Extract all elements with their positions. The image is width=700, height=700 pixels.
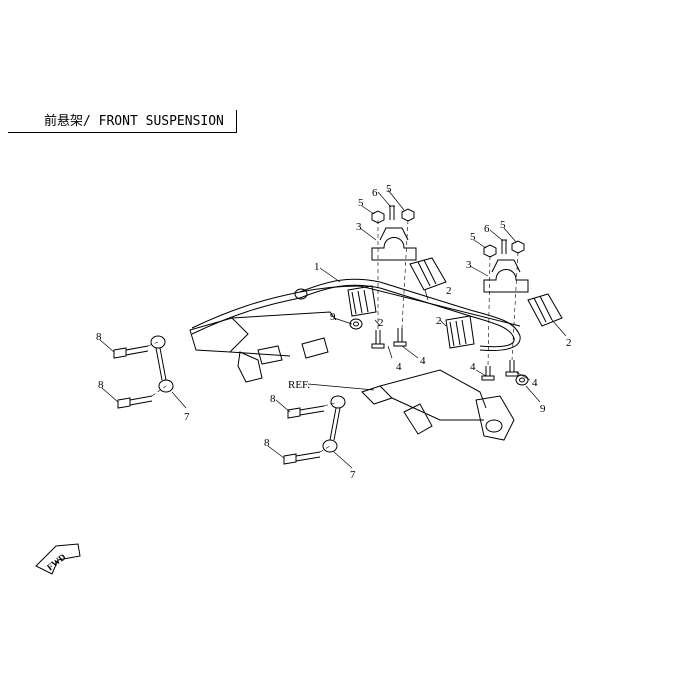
bolt-8c <box>287 405 325 419</box>
bracket-right <box>483 259 529 293</box>
callout-5c: 5 <box>470 231 476 243</box>
callout-4d: 4 <box>532 377 538 389</box>
callout-3b: 3 <box>466 259 472 271</box>
bushing-loose-right <box>527 293 563 327</box>
forward-arrow-icon <box>35 543 81 575</box>
bushing-loose-left <box>409 257 447 291</box>
callout-5a: 5 <box>358 197 364 209</box>
callout-2d: 2 <box>566 337 572 349</box>
bolt-8d <box>283 451 321 465</box>
link-rear <box>150 335 174 393</box>
control-arm-front <box>361 369 515 441</box>
bracket-left <box>371 227 417 261</box>
stud-left <box>389 205 395 220</box>
callout-2b: 2 <box>378 317 384 329</box>
callout-7b: 7 <box>350 469 356 481</box>
bolt-4b <box>393 328 407 347</box>
page-title: 前悬架/ FRONT SUSPENSION <box>44 114 224 129</box>
callout-8c: 8 <box>270 393 276 405</box>
stud-right <box>501 239 507 254</box>
nut-left-a <box>371 210 385 224</box>
bolt-8a <box>113 345 149 359</box>
bolt-4d <box>505 360 519 377</box>
callout-1: 1 <box>314 261 320 273</box>
link-front <box>322 395 346 453</box>
callout-4b: 4 <box>420 355 426 367</box>
reference-label: REF. <box>288 379 310 391</box>
callout-2c: 2 <box>436 315 442 327</box>
callout-8b: 8 <box>98 379 104 391</box>
washer-right <box>515 374 529 386</box>
title-underline <box>8 132 236 133</box>
control-arm-rear <box>189 311 337 383</box>
callout-4c: 4 <box>470 361 476 373</box>
callout-5d: 5 <box>500 219 506 231</box>
nut-left-b <box>401 208 415 222</box>
callout-6a: 6 <box>372 187 378 199</box>
callout-labels: 1 2 2 2 2 3 3 4 4 4 4 5 5 5 5 6 6 7 7 8 … <box>96 183 572 481</box>
callout-4a: 4 <box>396 361 402 373</box>
callout-8a: 8 <box>96 331 102 343</box>
bushing-left <box>347 285 377 317</box>
bushing-right <box>445 315 475 349</box>
callout-7a: 7 <box>184 411 190 423</box>
title-corner-tick <box>236 110 237 133</box>
callout-2a: 2 <box>446 285 452 297</box>
fwd-label: FWD <box>45 551 68 572</box>
callout-3a: 3 <box>356 221 362 233</box>
nut-right-b <box>511 240 525 254</box>
callout-8d: 8 <box>264 437 270 449</box>
bolt-8b <box>117 395 153 409</box>
bolt-4a <box>371 330 385 349</box>
nut-right-a <box>483 244 497 258</box>
bolt-4c <box>481 366 495 381</box>
callout-9b: 9 <box>540 403 546 415</box>
leader-lines <box>99 189 567 469</box>
washer-left <box>349 318 363 330</box>
callout-9a: 9 <box>330 311 336 323</box>
centerlines <box>147 219 519 453</box>
callout-6b: 6 <box>484 223 490 235</box>
callout-5b: 5 <box>386 183 392 195</box>
